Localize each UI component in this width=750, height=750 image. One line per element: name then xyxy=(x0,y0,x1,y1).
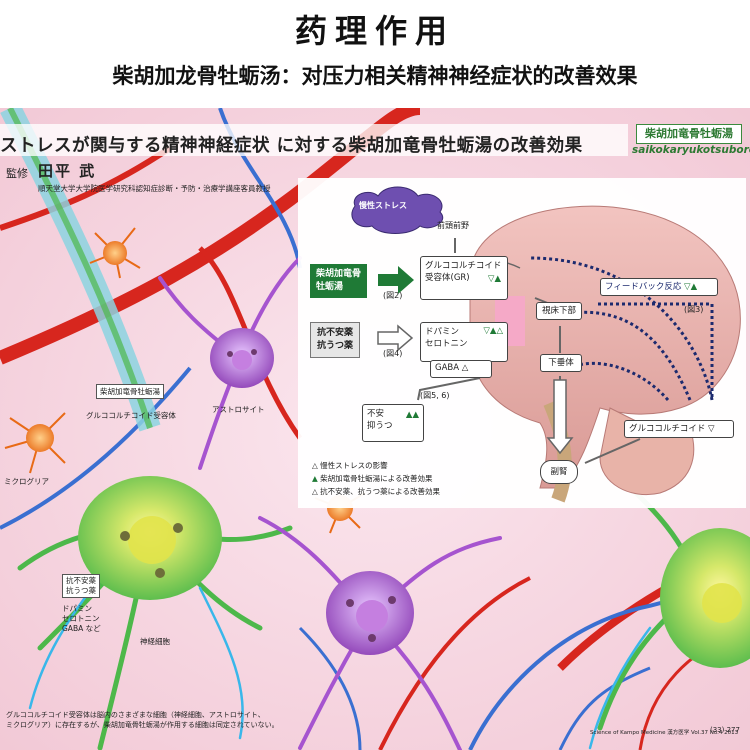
chronic-stress-label: 慢性ストレス xyxy=(359,201,407,210)
glucocorticoid-triangle: ▽ xyxy=(708,424,715,434)
neuron-label: 神経細胞 xyxy=(140,637,170,646)
monoamine-box: ドパミン セロトニン ▽▲△ xyxy=(420,322,508,362)
legend-item-antidep: △ 抗不安薬、抗うつ薬による改善効果 xyxy=(312,486,440,497)
monoamine-label: ドパミン セロトニン xyxy=(425,327,468,349)
ref-fig2: (図2) xyxy=(383,291,403,300)
ref-fig56: (図5, 6) xyxy=(420,391,450,400)
page-number: (33) 277 xyxy=(710,726,740,734)
gaba-box: GABA △ xyxy=(430,360,492,378)
legend-text-antidep: 抗不安薬、抗うつ薬による改善効果 xyxy=(320,487,440,496)
ref-fig3: (図3) xyxy=(684,305,704,314)
legend-gray-triangle: △ xyxy=(312,487,318,496)
symptom-box: 不安 抑うつ ▲▲ xyxy=(362,404,424,442)
antianxiety-label-box: 抗不安薬 抗うつ薬 xyxy=(62,574,100,598)
legend-green-triangle: ▲ xyxy=(312,474,318,483)
gaba-label: GABA xyxy=(435,363,460,373)
brand-romaji: saikokaryukotsuboreito xyxy=(632,144,750,156)
legend-item-drug: ▲ 柴胡加竜骨牡蛎湯による改善効果 xyxy=(312,473,432,484)
glucocorticoid-label: グルココルチコイド xyxy=(629,424,706,434)
legend-outline-triangle: △ xyxy=(312,461,318,470)
page-subtitle: 柴胡加龙骨牡蛎汤：对压力相关精神神经症状的改善效果 xyxy=(112,64,638,88)
supervisor-name: 田平 武 xyxy=(38,162,97,180)
astrocyte-label: アストロサイト xyxy=(212,405,265,414)
footnote: グルココルチコイド受容体は脳内のさまざまな細胞（神経細胞、アストロサイト、 ミク… xyxy=(6,711,279,729)
glucocorticoid-box: グルココルチコイド ▽ xyxy=(624,420,734,438)
feedback-label: フィードバック反応 xyxy=(605,282,682,292)
page-title: 药理作用 xyxy=(294,12,455,50)
symptom-label: 不安 抑うつ xyxy=(367,409,393,431)
gr-triangles: ▽▲ xyxy=(487,274,501,284)
drug-label-box: 柴胡加竜骨牡蛎湯 xyxy=(96,384,164,399)
receptor-label: グルココルチコイド受容体 xyxy=(86,411,176,420)
neurotransmitter-label: ドパミン セロトニン GABA など xyxy=(62,604,101,633)
legend-text-drug: 柴胡加竜骨牡蛎湯による改善効果 xyxy=(320,474,433,483)
adrenal-box: 副腎 xyxy=(540,460,578,484)
antidepressant-box: 抗不安薬 抗うつ薬 xyxy=(310,322,361,358)
journal-citation: Science of Kampo Medicine 漢方医学 Vol.37 No… xyxy=(590,730,739,736)
poster-banner-title: ストレスが関与する精神神経症状 に対する柴胡加竜骨牡蛎湯の改善効果 xyxy=(0,136,583,156)
microglia-label: ミクログリア xyxy=(4,477,49,486)
legend-text-stress: 慢性ストレスの影響 xyxy=(320,461,388,470)
gr-box: グルココルチコイド 受容体(GR)▽▲ xyxy=(420,256,508,300)
supervisor-affiliation: 順天堂大学大学院医学研究科認知症診断・予防・治療学講座客員教授 xyxy=(38,184,271,193)
gr-label: グルココルチコイド 受容体(GR) xyxy=(425,261,502,283)
symptom-triangles: ▲▲ xyxy=(405,410,419,420)
poster-illustration: ストレスが関与する精神神経症状 に対する柴胡加竜骨牡蛎湯の改善効果 柴胡加竜骨牡… xyxy=(0,108,750,750)
supervisor-label: 監修 xyxy=(6,167,28,180)
monoamine-triangles: ▽▲△ xyxy=(483,326,503,336)
hypothalamus-box: 視床下部 xyxy=(536,302,582,320)
legend-item-stress: △ 慢性ストレスの影響 xyxy=(312,460,388,471)
brand-label: 柴胡加竜骨牡蛎湯 xyxy=(636,124,742,144)
prefrontal-label: 前頭前野 xyxy=(437,221,469,230)
drug-green-box: 柴胡加竜骨 牡蛎湯 xyxy=(310,264,368,298)
gaba-triangle: △ xyxy=(461,363,469,373)
pituitary-box: 下垂体 xyxy=(540,354,582,372)
feedback-box: フィードバック反応 ▽▲ xyxy=(600,278,718,296)
feedback-triangles: ▽▲ xyxy=(684,282,698,292)
ref-fig4: (図4) xyxy=(383,349,403,358)
